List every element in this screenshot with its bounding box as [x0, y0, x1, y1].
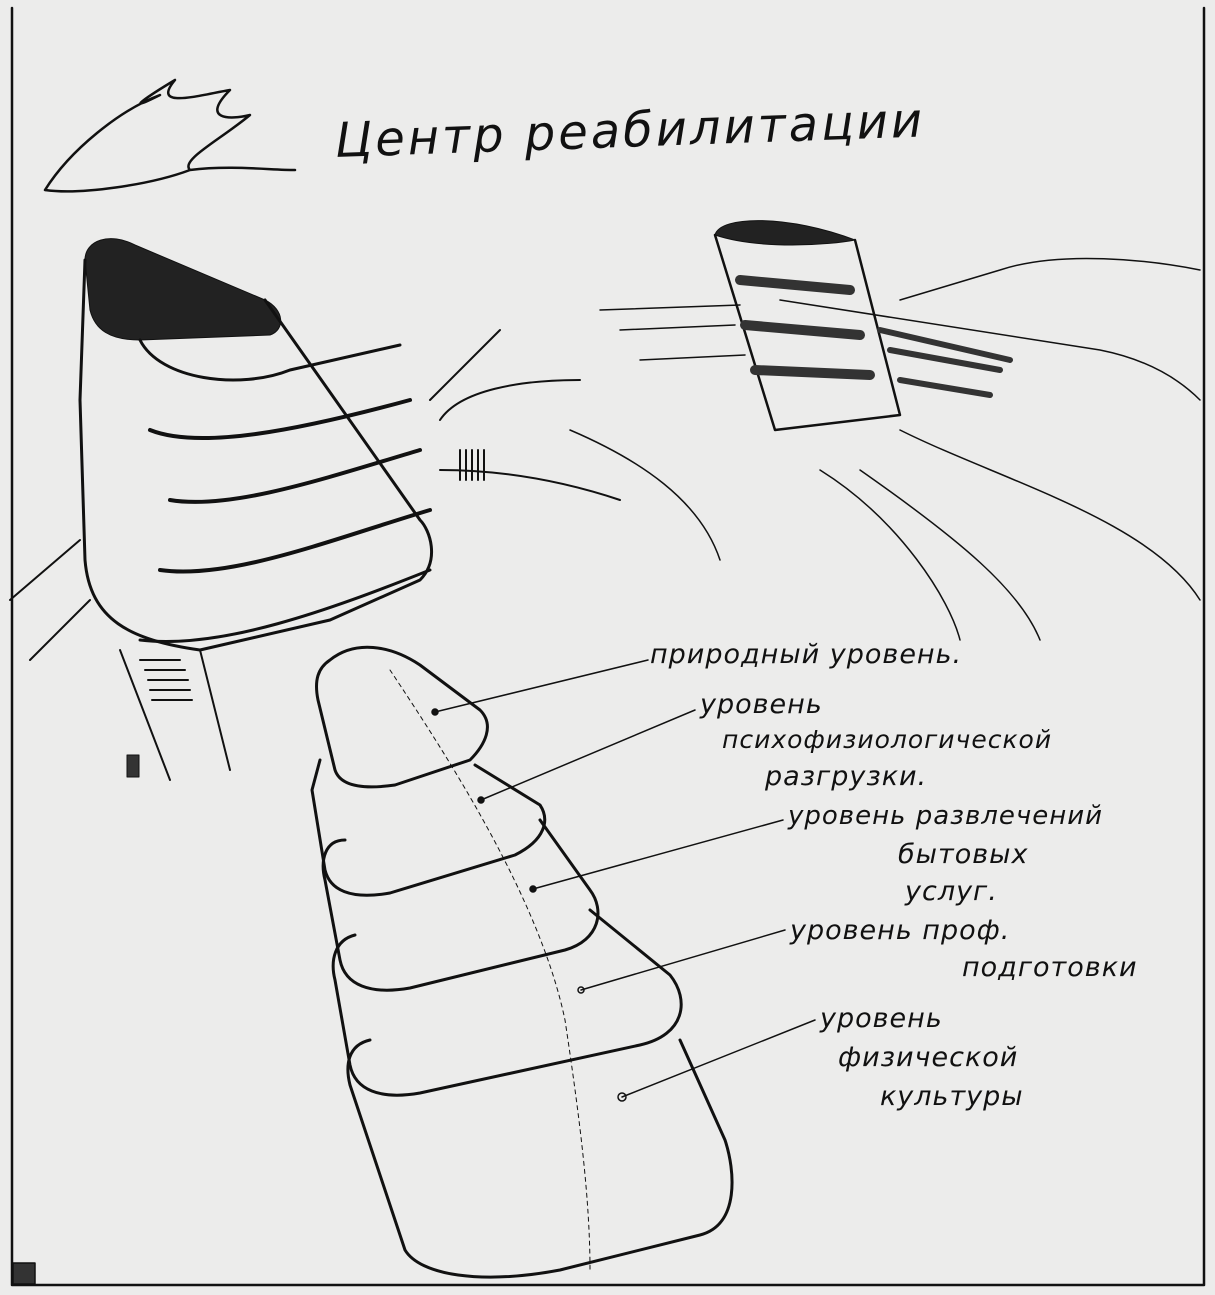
level-label-prof-1: уровень проф.: [790, 915, 1011, 946]
level-label-physical-1: уровень: [820, 1003, 943, 1034]
level-label-leisure-2: бытовых: [898, 839, 1029, 870]
stacked-levels-diagram: [310, 645, 734, 1279]
level-shape-2: [310, 758, 547, 897]
level-label-prof-2: подготовки: [962, 952, 1138, 983]
logo-swoosh: [43, 78, 297, 193]
level-label-psycho-2: психофизиологической: [722, 725, 1053, 754]
hatched-corner-mark: [12, 1262, 36, 1285]
level-label-physical-3: культуры: [880, 1081, 1024, 1112]
frame-border: [10, 6, 1206, 1287]
level-label-natural: природный уровень.: [650, 639, 963, 670]
left-building-sketch: [9, 238, 621, 781]
central-axis: [389, 669, 591, 1271]
right-building-sketch: [569, 220, 1201, 641]
level-label-leisure-3: услуг.: [905, 876, 998, 907]
leader-lines: [431, 659, 816, 1102]
level-shape-5: [346, 1038, 734, 1279]
level-shape-3: [321, 818, 600, 992]
level-label-leisure-1: уровень развлечений: [788, 801, 1104, 831]
level-label-physical-2: физической: [838, 1042, 1019, 1073]
level-label-psycho-1: уровень: [700, 689, 823, 720]
level-label-psycho-3: разгрузки.: [765, 761, 928, 792]
level-shape-1: [315, 645, 489, 789]
level-shape-4: [331, 908, 683, 1097]
